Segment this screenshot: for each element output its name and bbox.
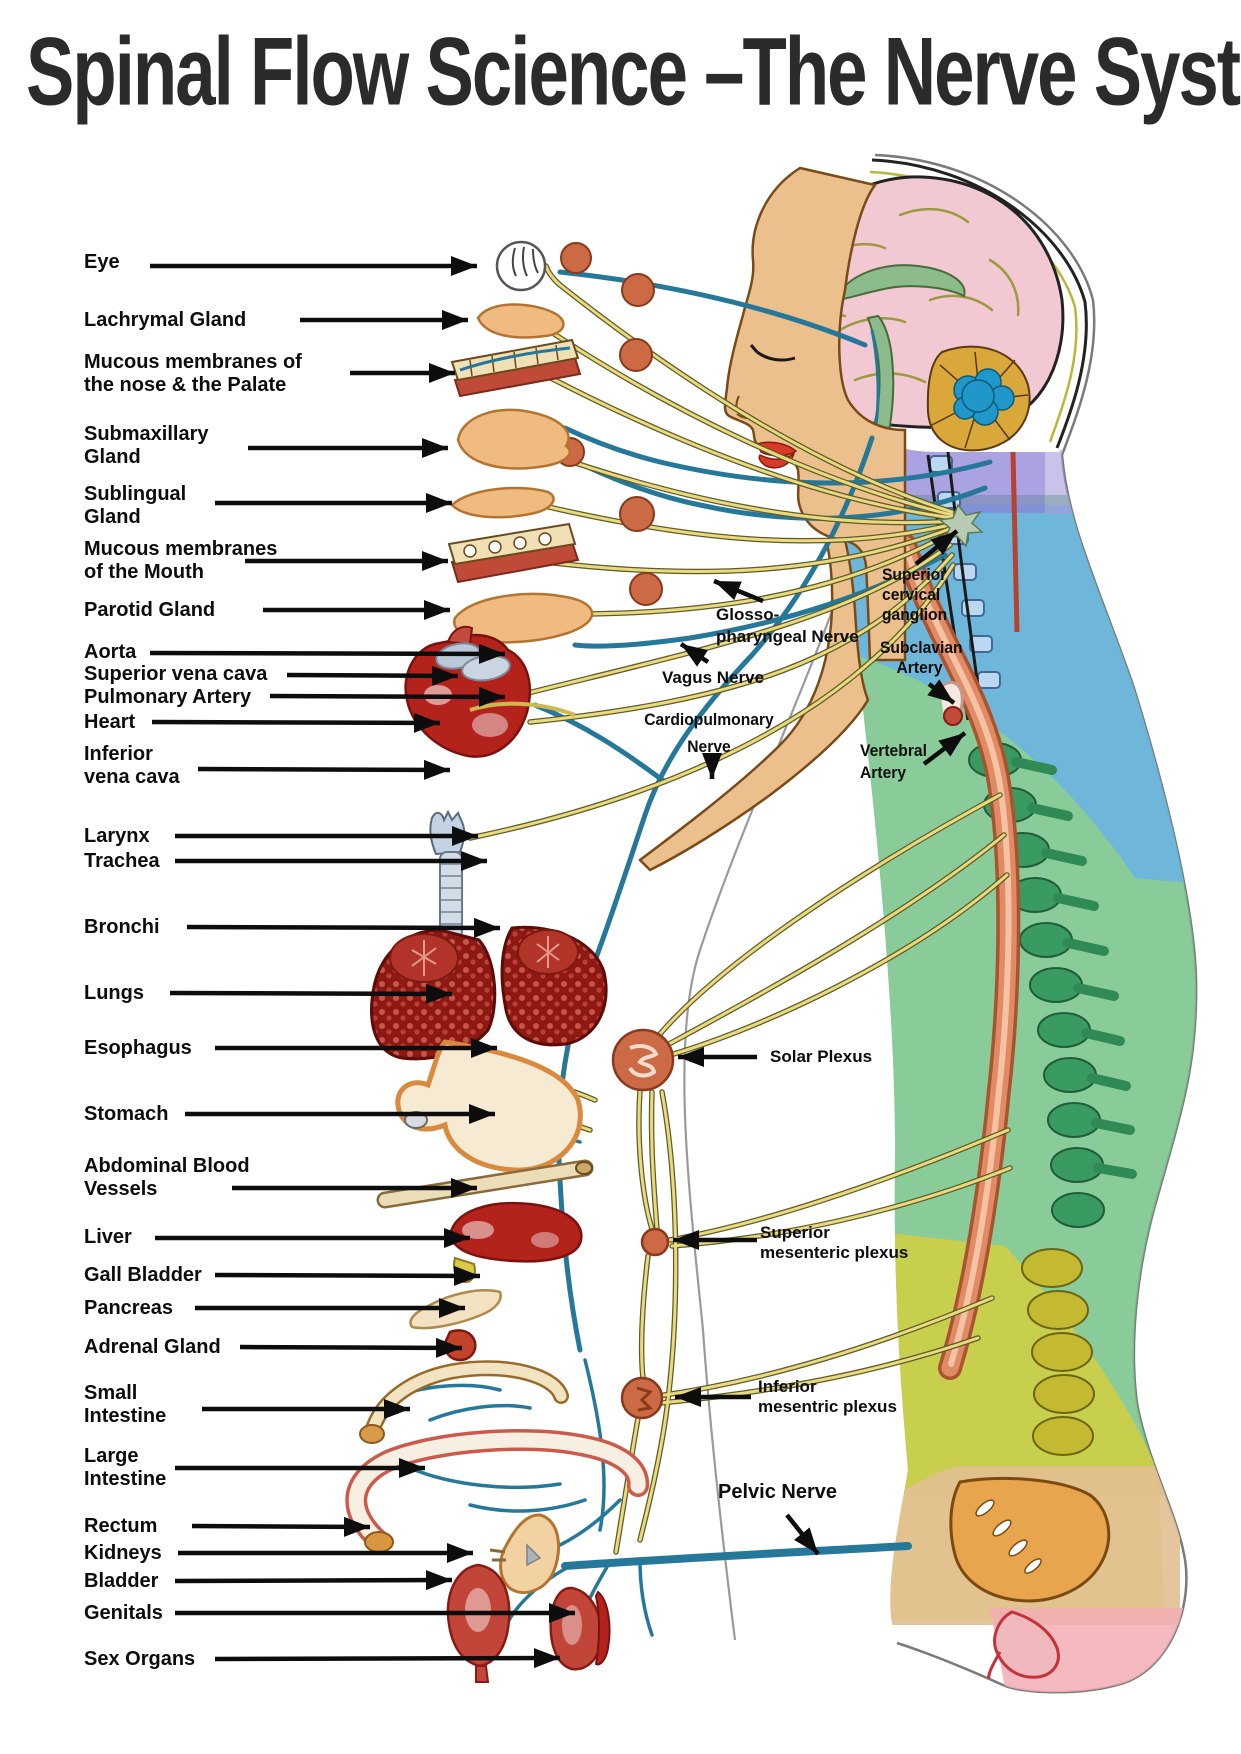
label-bladder: Bladder bbox=[84, 1570, 159, 1592]
plexuses bbox=[611, 1028, 675, 1420]
coccyx-bone bbox=[993, 1610, 1060, 1679]
arrow bbox=[269, 686, 506, 707]
label-pancreas: Pancreas bbox=[84, 1297, 173, 1319]
label-gall-bladder: Gall Bladder bbox=[84, 1264, 202, 1286]
label-superior-cervical-ganglion: Superior cervical ganglion bbox=[882, 565, 948, 624]
arrow bbox=[149, 643, 506, 664]
label-bronchi: Bronchi bbox=[84, 916, 160, 938]
arrow bbox=[785, 1513, 820, 1556]
label-pulmonary-artery: Pulmonary Artery bbox=[84, 686, 252, 708]
stomach-organ bbox=[395, 1039, 583, 1173]
teal-nerves bbox=[398, 269, 993, 1640]
arrow bbox=[922, 731, 967, 766]
label-superior-vena-cava: Superior vena cava bbox=[84, 663, 268, 685]
closed-eye-line bbox=[749, 344, 796, 362]
skull-outline bbox=[871, 158, 1088, 449]
sex-organs-organ bbox=[594, 1590, 611, 1666]
large-intestine-organ bbox=[345, 1429, 650, 1553]
genitals-organ bbox=[549, 1586, 611, 1671]
label-parotid-gland: Parotid Gland bbox=[84, 599, 216, 621]
cerebellum-blue bbox=[953, 368, 1015, 426]
abdominal-vessels-organ bbox=[376, 1159, 594, 1209]
arrow bbox=[169, 983, 453, 1004]
neck-band-violet-light bbox=[1045, 450, 1135, 514]
vagus-nerve-line bbox=[577, 435, 875, 1003]
head bbox=[777, 158, 1090, 464]
nose-palate-membranes-organ bbox=[450, 338, 582, 398]
label-aorta: Aorta bbox=[84, 641, 137, 663]
label-inferior-vena-cava: Inferior vena cava bbox=[84, 743, 180, 788]
label-vagus-nerve: Vagus Nerve bbox=[662, 668, 765, 687]
arrow bbox=[214, 1648, 561, 1669]
label-heart: Heart bbox=[84, 711, 136, 733]
heart-organ bbox=[404, 625, 576, 758]
eye-organ bbox=[495, 240, 547, 292]
gall-bladder-organ bbox=[453, 1256, 476, 1284]
arrow bbox=[214, 1265, 481, 1286]
label-submaxillary-gland: Submaxillary Gland bbox=[84, 423, 209, 468]
label-liver: Liver bbox=[84, 1226, 132, 1248]
label-solar-plexus: Solar Plexus bbox=[770, 1047, 873, 1066]
sublingual-gland-organ bbox=[450, 486, 555, 519]
superior-mesenteric-plexus-node bbox=[640, 1227, 670, 1257]
label-eye: Eye bbox=[84, 251, 120, 273]
poster-title: Spinal Flow Science –The Nerve System bbox=[26, 17, 1241, 126]
arrow bbox=[927, 679, 956, 705]
label-large-intestine: Large Intestine bbox=[84, 1445, 167, 1490]
straight-artery-line bbox=[1010, 451, 1020, 633]
label-cardiopulmonary-nerve: Cardiopulmonary Nerve bbox=[644, 710, 774, 756]
arrow bbox=[151, 712, 441, 733]
lachrymal-gland-organ bbox=[476, 303, 565, 339]
label-subclavian-artery: Subclavian Artery bbox=[880, 638, 963, 677]
label-mucous-membranes-nose: Mucous membranes of the nose & the Palat… bbox=[84, 351, 302, 396]
label-glossopharyngeal-nerve: Glosso- pharyngeal Nerve bbox=[716, 605, 859, 646]
arrow bbox=[191, 1516, 371, 1537]
label-arrows bbox=[149, 256, 967, 1669]
label-inferior-mesentric-plexus: Inferior mesentric plexus bbox=[758, 1377, 897, 1416]
label-superior-mesenteric-plexus: Superior mesenteric plexus bbox=[760, 1223, 909, 1262]
arrow bbox=[239, 1337, 463, 1358]
bladder-organ bbox=[446, 1563, 511, 1683]
label-sex-organs: Sex Organs bbox=[84, 1648, 196, 1670]
adrenal-gland-organ bbox=[443, 1329, 477, 1362]
label-pelvic-nerve: Pelvic Nerve bbox=[718, 1481, 837, 1503]
arrow bbox=[713, 578, 764, 604]
label-esophagus: Esophagus bbox=[84, 1037, 192, 1059]
mouth-membranes-organ bbox=[447, 522, 580, 584]
arrow bbox=[679, 642, 710, 667]
label-genitals: Genitals bbox=[84, 1602, 163, 1624]
label-rectum: Rectum bbox=[84, 1515, 158, 1537]
label-kidneys: Kidneys bbox=[84, 1542, 162, 1564]
arrow bbox=[186, 917, 501, 938]
label-larynx: Larynx bbox=[84, 825, 150, 847]
liver-organ bbox=[448, 1201, 583, 1284]
rectum-organ bbox=[364, 1531, 394, 1553]
label-adrenal-gland: Adrenal Gland bbox=[84, 1336, 221, 1358]
label-lungs: Lungs bbox=[84, 982, 144, 1004]
arrow bbox=[914, 529, 959, 566]
neck-shoulder-skin bbox=[638, 538, 870, 872]
label-mucous-membranes-mouth: Mucous membranes of the Mouth bbox=[84, 538, 278, 583]
arrow bbox=[286, 665, 459, 686]
arrow bbox=[174, 1570, 453, 1591]
kidney-organ bbox=[489, 1513, 561, 1594]
label-abdominal-blood-vessels: Abdominal Blood Vessels bbox=[84, 1155, 250, 1200]
label-stomach: Stomach bbox=[84, 1103, 169, 1125]
spinal-cord bbox=[893, 533, 1021, 1380]
arrow bbox=[197, 759, 451, 780]
larynx-trachea-organ bbox=[429, 809, 466, 939]
label-sublingual-gland: Sublingual Gland bbox=[84, 483, 187, 528]
label-lachrymal-gland: Lachrymal Gland bbox=[84, 309, 247, 331]
submaxillary-gland-organ bbox=[456, 408, 571, 470]
label-small-intestine: Small Intestine bbox=[84, 1382, 167, 1427]
sacrum-bone bbox=[949, 1476, 1111, 1603]
label-trachea: Trachea bbox=[84, 850, 160, 872]
label-vertebral-artery: Vertebral Artery bbox=[860, 741, 927, 782]
organs bbox=[345, 240, 650, 1683]
corpus-callosum bbox=[834, 264, 966, 302]
